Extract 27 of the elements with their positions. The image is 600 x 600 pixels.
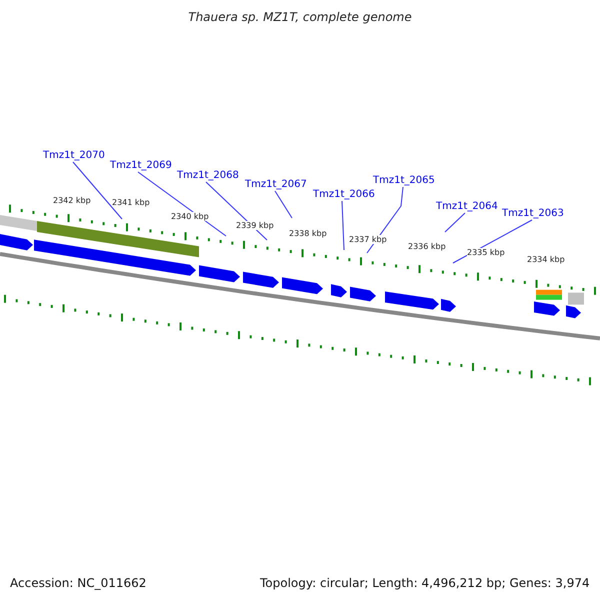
gene-label: Tmz1t_2069 <box>110 160 172 172</box>
gene-label: Tmz1t_2068 <box>177 170 239 182</box>
leader-line <box>342 200 344 250</box>
gene-label: Tmz1t_2066 <box>313 189 375 201</box>
position-label: 2342 kbp <box>53 196 91 205</box>
leader-line <box>206 182 268 240</box>
gene-label: Tmz1t_2065 <box>373 175 435 187</box>
gene-label: Tmz1t_2063 <box>502 208 564 220</box>
position-label: 2341 kbp <box>112 198 150 207</box>
gene-label: Tmz1t_2070 <box>43 150 105 162</box>
position-label: 2334 kbp <box>527 255 565 264</box>
leader-line <box>366 186 404 254</box>
title: Thauera sp. MZ1T, complete genome <box>187 10 413 24</box>
gene-label: Tmz1t_2064 <box>436 201 498 213</box>
position-label: 2337 kbp <box>349 235 387 244</box>
position-label: 2338 kbp <box>289 229 327 238</box>
gene-label: Tmz1t_2067 <box>245 179 307 191</box>
leader-line <box>274 190 292 218</box>
position-label: 2340 kbp <box>171 212 209 221</box>
info-text: Accession: NC_011662 <box>10 576 146 590</box>
position-label: 2335 kbp <box>467 248 505 257</box>
position-label: 2339 kbp <box>236 221 274 230</box>
leader-line <box>444 212 466 232</box>
position-label: 2336 kbp <box>408 242 446 251</box>
info-text: Topology: circular; Length: 4,496,212 bp; Genes: 3,974 <box>260 576 590 590</box>
leader-line <box>72 162 122 220</box>
leader-line <box>138 172 226 236</box>
